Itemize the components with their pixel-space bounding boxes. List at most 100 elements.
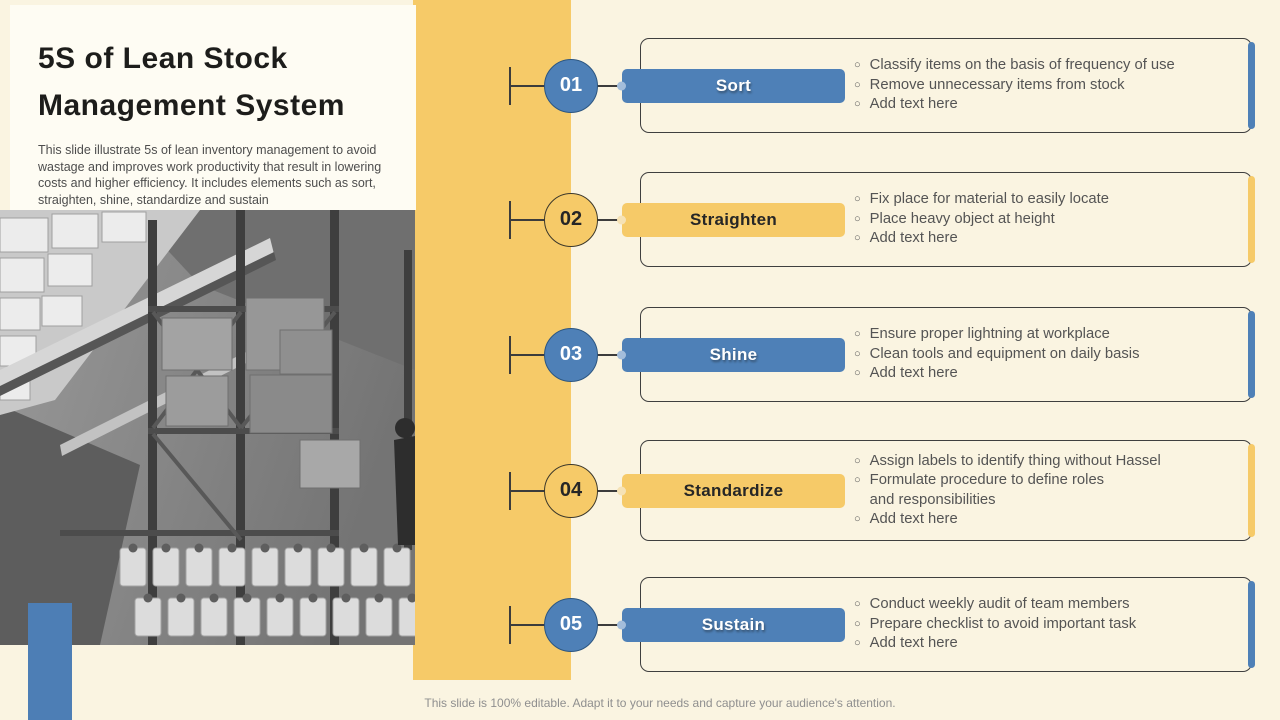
bullet-list: Fix place for material to easily locate … [854, 190, 1212, 249]
step-detail-box: Assign labels to identify thing without … [640, 440, 1255, 541]
bullet-text: Fix place for material to easily locate [869, 191, 1109, 208]
bullet-list: Conduct weekly audit of team members Pre… [854, 595, 1212, 654]
bullet-item: Add text here [854, 95, 1212, 115]
box-accent-bar [1248, 444, 1255, 537]
bullet-circle-icon [854, 210, 861, 230]
step-row-straighten: Fix place for material to easily locate … [0, 172, 1280, 267]
connector-dot-icon [617, 350, 626, 359]
bullet-item: Classify items on the basis of frequency… [854, 56, 1212, 76]
bullet-circle-icon [854, 595, 861, 615]
box-accent-bar [1248, 311, 1255, 398]
bullet-text: Formulate procedure to define roles and … [869, 472, 1105, 508]
bullet-circle-icon [854, 471, 861, 491]
step-number: 03 [559, 343, 583, 365]
bullet-circle-icon [854, 95, 861, 115]
page-title-line1: 5S of Lean Stock [38, 42, 288, 75]
step-number-badge: 05 [544, 597, 598, 652]
vertical-accent-band [413, 0, 571, 680]
bullet-item: Place heavy object at height [854, 210, 1212, 230]
step-label-bar: Shine [622, 337, 845, 372]
connector-dot-icon [617, 215, 626, 224]
bullet-circle-icon [854, 56, 861, 76]
step-label-bar: Standardize [622, 473, 845, 508]
step-detail-box: Ensure proper lightning at workplace Cle… [640, 307, 1255, 402]
bullet-text: Prepare checklist to avoid important tas… [869, 615, 1137, 632]
bullet-text: Add text here [869, 511, 958, 527]
connector-dot-icon [617, 486, 626, 495]
bullet-item: Add text here [854, 510, 1212, 530]
box-accent-bar [1248, 176, 1255, 263]
bullet-text: Remove unnecessary items from stock [869, 76, 1125, 93]
connector-dot-icon [617, 620, 626, 629]
box-accent-bar [1248, 42, 1255, 129]
step-label: Shine [709, 344, 758, 364]
box-accent-bar [1248, 581, 1255, 668]
bullet-text: Add text here [869, 230, 958, 247]
step-row-standardize: Assign labels to identify thing without … [0, 440, 1280, 541]
step-number-badge: 03 [544, 327, 598, 382]
step-label: Standardize [683, 480, 784, 500]
bullet-text: Conduct weekly audit of team members [869, 596, 1130, 613]
bullet-list: Ensure proper lightning at workplace Cle… [854, 325, 1212, 384]
bullet-circle-icon [854, 190, 861, 210]
bullet-item: Conduct weekly audit of team members [854, 595, 1212, 615]
step-label-bar: Straighten [622, 202, 845, 237]
bullet-circle-icon [854, 364, 861, 384]
step-number: 02 [559, 208, 583, 230]
bullet-circle-icon [854, 452, 861, 472]
step-number: 01 [559, 74, 583, 96]
bullet-text: Classify items on the basis of frequency… [869, 57, 1175, 74]
bullet-text: Add text here [869, 365, 958, 382]
bullet-text: Ensure proper lightning at workplace [869, 326, 1110, 343]
step-row-sort: Classify items on the basis of frequency… [0, 38, 1280, 133]
bullet-text: Add text here [869, 96, 958, 113]
bullet-item: Add text here [854, 364, 1212, 384]
bullet-list: Classify items on the basis of frequency… [854, 56, 1212, 115]
step-number: 04 [559, 479, 583, 501]
footer-note: This slide is 100% editable. Adapt it to… [424, 696, 896, 710]
step-number-badge: 01 [544, 58, 598, 113]
step-number-badge: 02 [544, 192, 598, 247]
connector-dot-icon [617, 81, 626, 90]
step-label: Sort [715, 75, 752, 95]
step-label-bar: Sort [622, 68, 845, 103]
bullet-item: Add text here [854, 634, 1212, 654]
step-number-badge: 04 [544, 463, 598, 518]
bullet-circle-icon [854, 510, 861, 530]
step-label-bar: Sustain [622, 607, 845, 642]
page-title-line2: Management System [38, 89, 345, 122]
warehouse-racks-image [0, 210, 426, 645]
step-row-shine: Ensure proper lightning at workplace Cle… [0, 307, 1280, 402]
step-label: Sustain [701, 614, 766, 634]
bullet-text: Place heavy object at height [869, 210, 1055, 227]
step-row-sustain: Conduct weekly audit of team members Pre… [0, 577, 1280, 672]
bullet-circle-icon [854, 615, 861, 635]
decorative-blue-rectangle [28, 603, 72, 720]
slide-description: This slide illustrate 5s of lean invento… [38, 143, 382, 207]
step-detail-box: Conduct weekly audit of team members Pre… [640, 577, 1255, 672]
step-detail-box: Classify items on the basis of frequency… [640, 38, 1255, 133]
bullet-circle-icon [854, 76, 861, 96]
bullet-item: Clean tools and equipment on daily basis [854, 345, 1212, 365]
bullet-circle-icon [854, 325, 861, 345]
bullet-item: Ensure proper lightning at workplace [854, 325, 1212, 345]
bullet-item: Formulate procedure to define roles and … [854, 471, 1212, 510]
bullet-circle-icon [854, 229, 861, 249]
step-number: 05 [559, 613, 583, 635]
bullet-item: Prepare checklist to avoid important tas… [854, 615, 1212, 635]
bullet-text: Clean tools and equipment on daily basis [869, 345, 1140, 362]
bullet-item: Fix place for material to easily locate [854, 190, 1212, 210]
step-label: Straighten [689, 209, 778, 229]
warehouse-photo [0, 210, 426, 645]
bullet-list: Assign labels to identify thing without … [854, 452, 1212, 530]
bullet-circle-icon [854, 634, 861, 654]
bullet-text: Add text here [869, 635, 958, 652]
bullet-item: Assign labels to identify thing without … [854, 452, 1212, 472]
step-detail-box: Fix place for material to easily locate … [640, 172, 1255, 267]
bullet-item: Remove unnecessary items from stock [854, 76, 1212, 96]
bullet-text: Assign labels to identify thing without … [869, 452, 1161, 469]
bullet-circle-icon [854, 345, 861, 365]
